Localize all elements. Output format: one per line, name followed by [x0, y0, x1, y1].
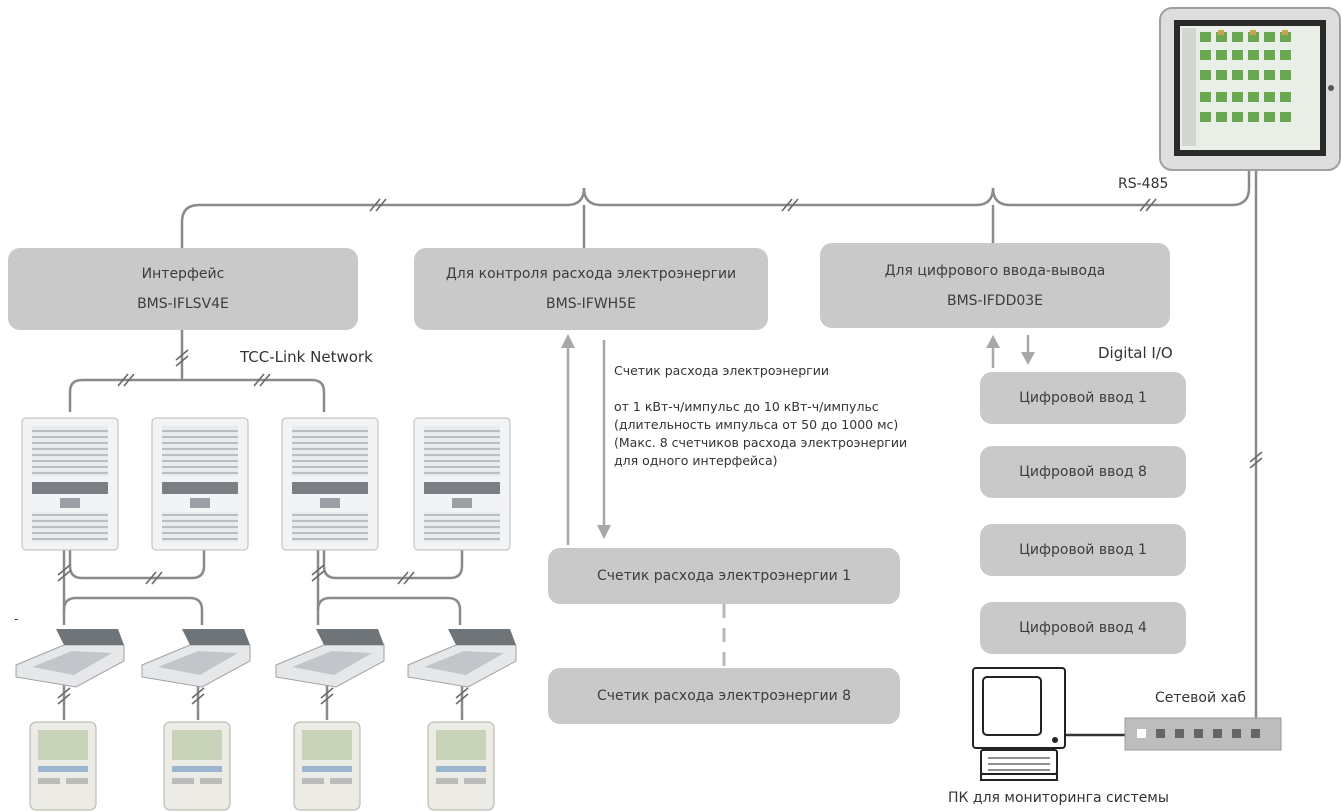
- energy-note-line: от 1 кВт-ч/импульс до 10 кВт-ч/импульс: [614, 399, 879, 414]
- digital-input-label: Цифровой ввод 8: [1019, 464, 1147, 480]
- energy-note-line: (длительность импульса от 50 до 1000 мс): [614, 417, 899, 432]
- energy-arrows: [561, 334, 611, 545]
- digital-input-box: Цифровой ввод 8: [980, 446, 1186, 498]
- digital-input-box: Цифровой ввод 4: [980, 602, 1186, 654]
- outdoor-ac-unit-icon: [21, 417, 511, 551]
- energy-note-title: Счетик расхода электроэнергии: [614, 363, 829, 378]
- energy-meter-label: Счетик расхода электроэнергии 8: [596, 688, 852, 704]
- digital-input-label: Цифровой ввод 4: [1019, 620, 1147, 636]
- digital-input-label: Цифровой ввод 1: [1019, 542, 1147, 558]
- energy-gateway-model: BMS-IFWH5E: [546, 296, 636, 312]
- tcc-cable-marks: [57, 349, 469, 705]
- ceiling-cassette-icon: [15, 629, 517, 688]
- interface-box-title: Интерфейс: [141, 266, 225, 282]
- digital-input-box: Цифровой ввод 1: [980, 372, 1186, 424]
- network-hub-icon: [1124, 717, 1282, 751]
- digital-input-box: Цифровой ввод 1: [980, 524, 1186, 576]
- energy-gateway-box: Для контроля расхода электроэнергии BMS-…: [414, 248, 768, 330]
- digital-io-model: BMS-IFDD03E: [946, 292, 1044, 309]
- wired-remote-controller-icon: [29, 721, 495, 811]
- network-hub-label: Сетевой хаб: [1155, 690, 1247, 706]
- energy-meter-note: Счетик расхода электроэнергии от 1 кВт-ч…: [614, 362, 907, 470]
- touchscreen-controller-icon: [1159, 7, 1341, 171]
- cable-marks: [369, 198, 1263, 469]
- energy-meter-label: Счетик расхода электроэнергии 1: [596, 568, 852, 584]
- energy-note-line: (Макс. 8 счетчиков расхода электроэнерги…: [614, 435, 908, 450]
- digital-io-arrows: [986, 335, 1035, 368]
- dash-mark: -: [14, 612, 19, 626]
- energy-meter-box: Счетик расхода электроэнергии 1: [548, 548, 900, 604]
- rs485-label: RS-485: [1118, 176, 1169, 192]
- energy-meter-box: Счетик расхода электроэнергии 8: [548, 668, 900, 724]
- pc-label: ПК для мониторинга системы: [948, 790, 1169, 806]
- interface-box-model: BMS-IFLSV4E: [137, 296, 229, 312]
- digital-input-label: Цифровой ввод 1: [1019, 390, 1147, 406]
- energy-gateway-title: Для контроля расхода электроэнергии: [445, 266, 737, 282]
- digital-io-box: Для цифрового ввода-вывода BMS-IFDD03E: [820, 243, 1170, 328]
- interface-box: Интерфейс BMS-IFLSV4E: [8, 248, 358, 330]
- digital-io-label: Digital I/O: [1098, 344, 1173, 362]
- energy-note-line: для одного интерфейса): [614, 453, 778, 468]
- digital-io-title: Для цифрового ввода-вывода: [884, 262, 1106, 279]
- crt-monitor-icon: [972, 667, 1066, 781]
- tcc-link-label: TCC-Link Network: [240, 348, 373, 366]
